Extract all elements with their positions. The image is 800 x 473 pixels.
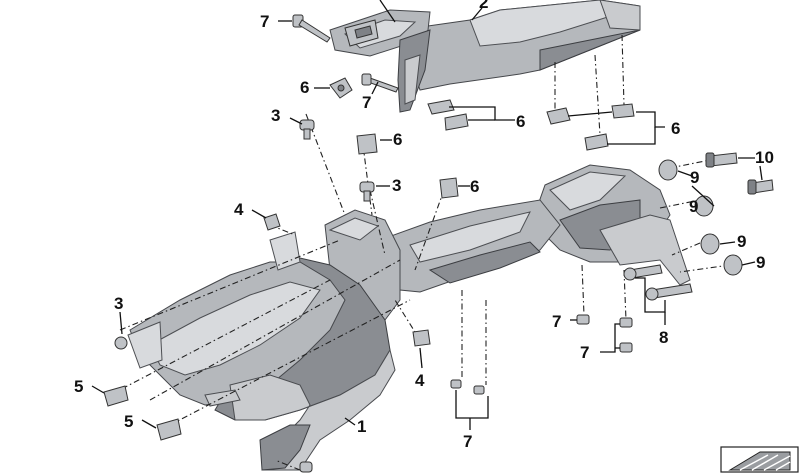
callout-4-lower: 4: [415, 371, 425, 390]
clip-5b: [156, 418, 182, 441]
callout-7-right-lower: 7: [580, 343, 589, 362]
callout-10: 10: [755, 148, 774, 167]
leader-lines: [91, 0, 763, 430]
callout-1: 1: [357, 417, 366, 436]
callout-7-top-left: 7: [260, 12, 269, 31]
clip-nut-6b: [427, 99, 469, 131]
hatched-wedge-icon: [720, 446, 799, 473]
bolt-3b: [359, 181, 375, 202]
callout-labels: 1 2 3 3 3 4 4 5 5 6 6 6 6 6 7 7 7 7 7 8 …: [74, 0, 774, 451]
part-2-upper-carrier: [329, 0, 641, 113]
clip-nut-6d: [356, 133, 378, 155]
callout-5-lower: 5: [124, 412, 133, 431]
clip-nut-6a: [329, 77, 353, 99]
nut-4b: [412, 329, 431, 347]
bolt-10: [705, 152, 774, 195]
part-1-rear-frame: [127, 164, 691, 471]
callout-7-top-mid: 7: [362, 93, 371, 112]
callout-7-bottom: 7: [463, 432, 472, 451]
callout-9-c: 9: [737, 232, 746, 251]
bolt-bottom: [299, 461, 313, 473]
clip-5a: [103, 385, 129, 407]
callout-3-top: 3: [271, 106, 280, 125]
callout-7-right-upper: 7: [552, 312, 561, 331]
clip-nut-6e: [439, 177, 459, 199]
callout-9-a: 9: [690, 168, 699, 187]
bolt-7a: [292, 14, 331, 43]
callout-6-mid: 6: [470, 177, 479, 196]
callout-2: 2: [479, 0, 488, 12]
callout-8: 8: [659, 328, 668, 347]
hardware-items: [103, 14, 774, 473]
callout-6-pair: 6: [516, 112, 525, 131]
clip-nut-6c: [546, 103, 635, 151]
callout-9-b: 9: [689, 197, 698, 216]
bolt-3c: [114, 336, 128, 350]
bolt-8: [623, 264, 693, 301]
callout-6-left: 6: [300, 78, 309, 97]
bolt-3a: [299, 119, 315, 140]
callout-9-d: 9: [756, 253, 765, 272]
callout-5-upper: 5: [74, 377, 83, 396]
nut-4a: [263, 213, 281, 231]
callout-6-right: 6: [671, 119, 680, 138]
bolt-7d: [576, 314, 633, 353]
bolt-7b: [361, 73, 399, 93]
callout-6-center: 6: [393, 130, 402, 149]
bolt-7c: [450, 379, 485, 395]
callout-3-left: 3: [114, 294, 123, 313]
callout-4-upper: 4: [234, 200, 244, 219]
callout-3-center: 3: [392, 176, 401, 195]
clip-on-carrier: [344, 19, 379, 47]
